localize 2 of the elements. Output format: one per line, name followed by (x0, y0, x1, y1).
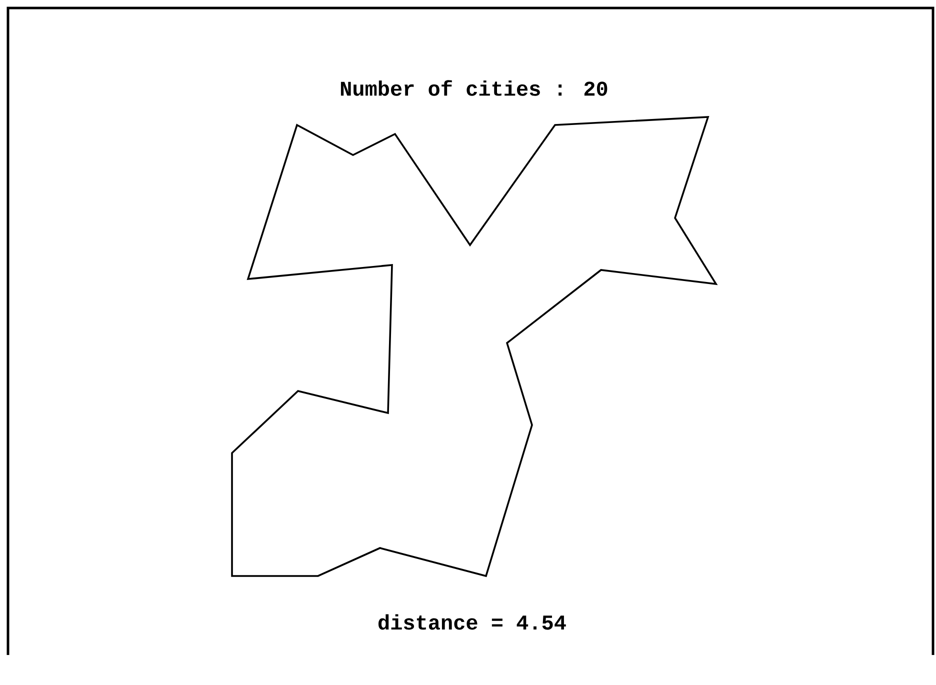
title: Number of cities : 20 (340, 80, 608, 96)
distance-label: distance = 4.54 (378, 614, 566, 630)
